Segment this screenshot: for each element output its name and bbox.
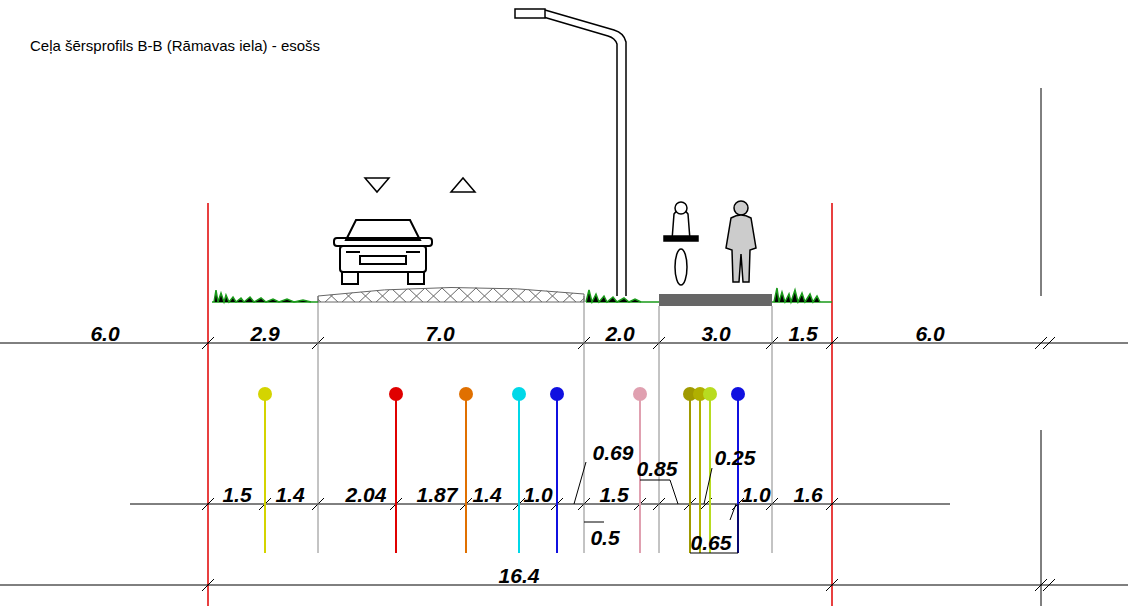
dimension-label: 7.0 <box>425 323 454 344</box>
dimension-label: 0.65 <box>691 532 732 553</box>
dimension-label: 1.5 <box>599 484 628 505</box>
drawing-title: Ceļa šērsprofils B-B (Rāmavas iela) - es… <box>30 38 320 53</box>
dimension-label: 0.5 <box>590 527 619 548</box>
dimension-label: 1.5 <box>788 323 817 344</box>
dimension-label: 0.69 <box>593 442 634 463</box>
dimension-label: 2.04 <box>346 484 387 505</box>
dimension-label: 1.4 <box>472 484 501 505</box>
dimension-label: 1.6 <box>793 484 822 505</box>
dimension-label: 1.4 <box>275 484 304 505</box>
dimension-label: 3.0 <box>701 323 730 344</box>
dimension-label: 6.0 <box>90 323 119 344</box>
dimension-label: 1.5 <box>222 484 251 505</box>
dimension-label: 2.0 <box>605 323 634 344</box>
dimension-label: 16.4 <box>499 565 540 586</box>
dimension-label: 1.0 <box>741 484 770 505</box>
dimension-label: 0.85 <box>637 458 678 479</box>
dimension-label: 1.87 <box>417 484 458 505</box>
dimension-label: 0.25 <box>715 447 756 468</box>
dimension-label: 2.9 <box>250 323 279 344</box>
dimension-label: 1.0 <box>523 484 552 505</box>
dimension-label: 6.0 <box>915 323 944 344</box>
